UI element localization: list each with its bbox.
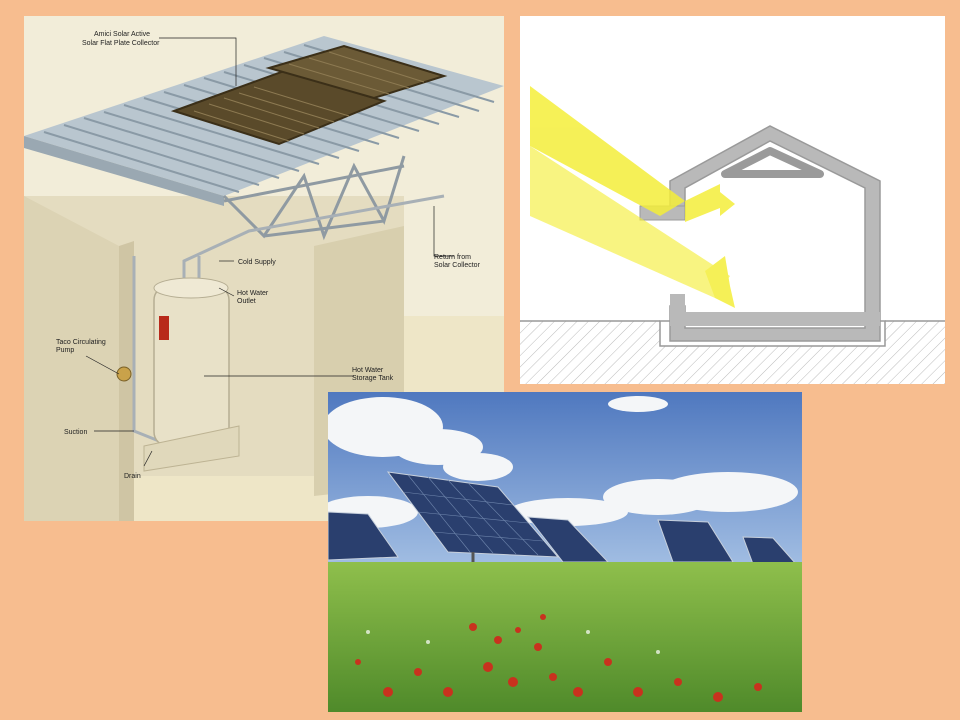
return-label: Return from — [434, 254, 471, 261]
sunlight-rays — [530, 86, 735, 308]
pump-label-2: Pump — [56, 347, 74, 354]
solar-field-photo — [328, 392, 802, 712]
solar-panels — [328, 471, 798, 570]
pump-label: Taco Circulating — [56, 339, 106, 346]
hot-outlet-label: Hot Water — [237, 290, 269, 297]
solar-field-illustration — [328, 392, 802, 712]
drain-label: Drain — [124, 473, 141, 480]
suction-label: Suction — [64, 429, 87, 436]
tank-label-2: Storage Tank — [352, 375, 394, 382]
cold-supply-label: Cold Supply — [238, 259, 276, 266]
return-label-2: Solar Collector — [434, 262, 481, 269]
collector-label-2: Solar Flat Plate Collector — [82, 40, 160, 47]
passive-house-illustration — [520, 86, 945, 384]
tank-label: Hot Water — [352, 367, 384, 374]
collector-label: Amici Solar Active — [94, 31, 150, 38]
hot-outlet-label-2: Outlet — [237, 298, 256, 305]
passive-solar-diagram — [520, 16, 945, 384]
house-walls — [639, 125, 881, 342]
